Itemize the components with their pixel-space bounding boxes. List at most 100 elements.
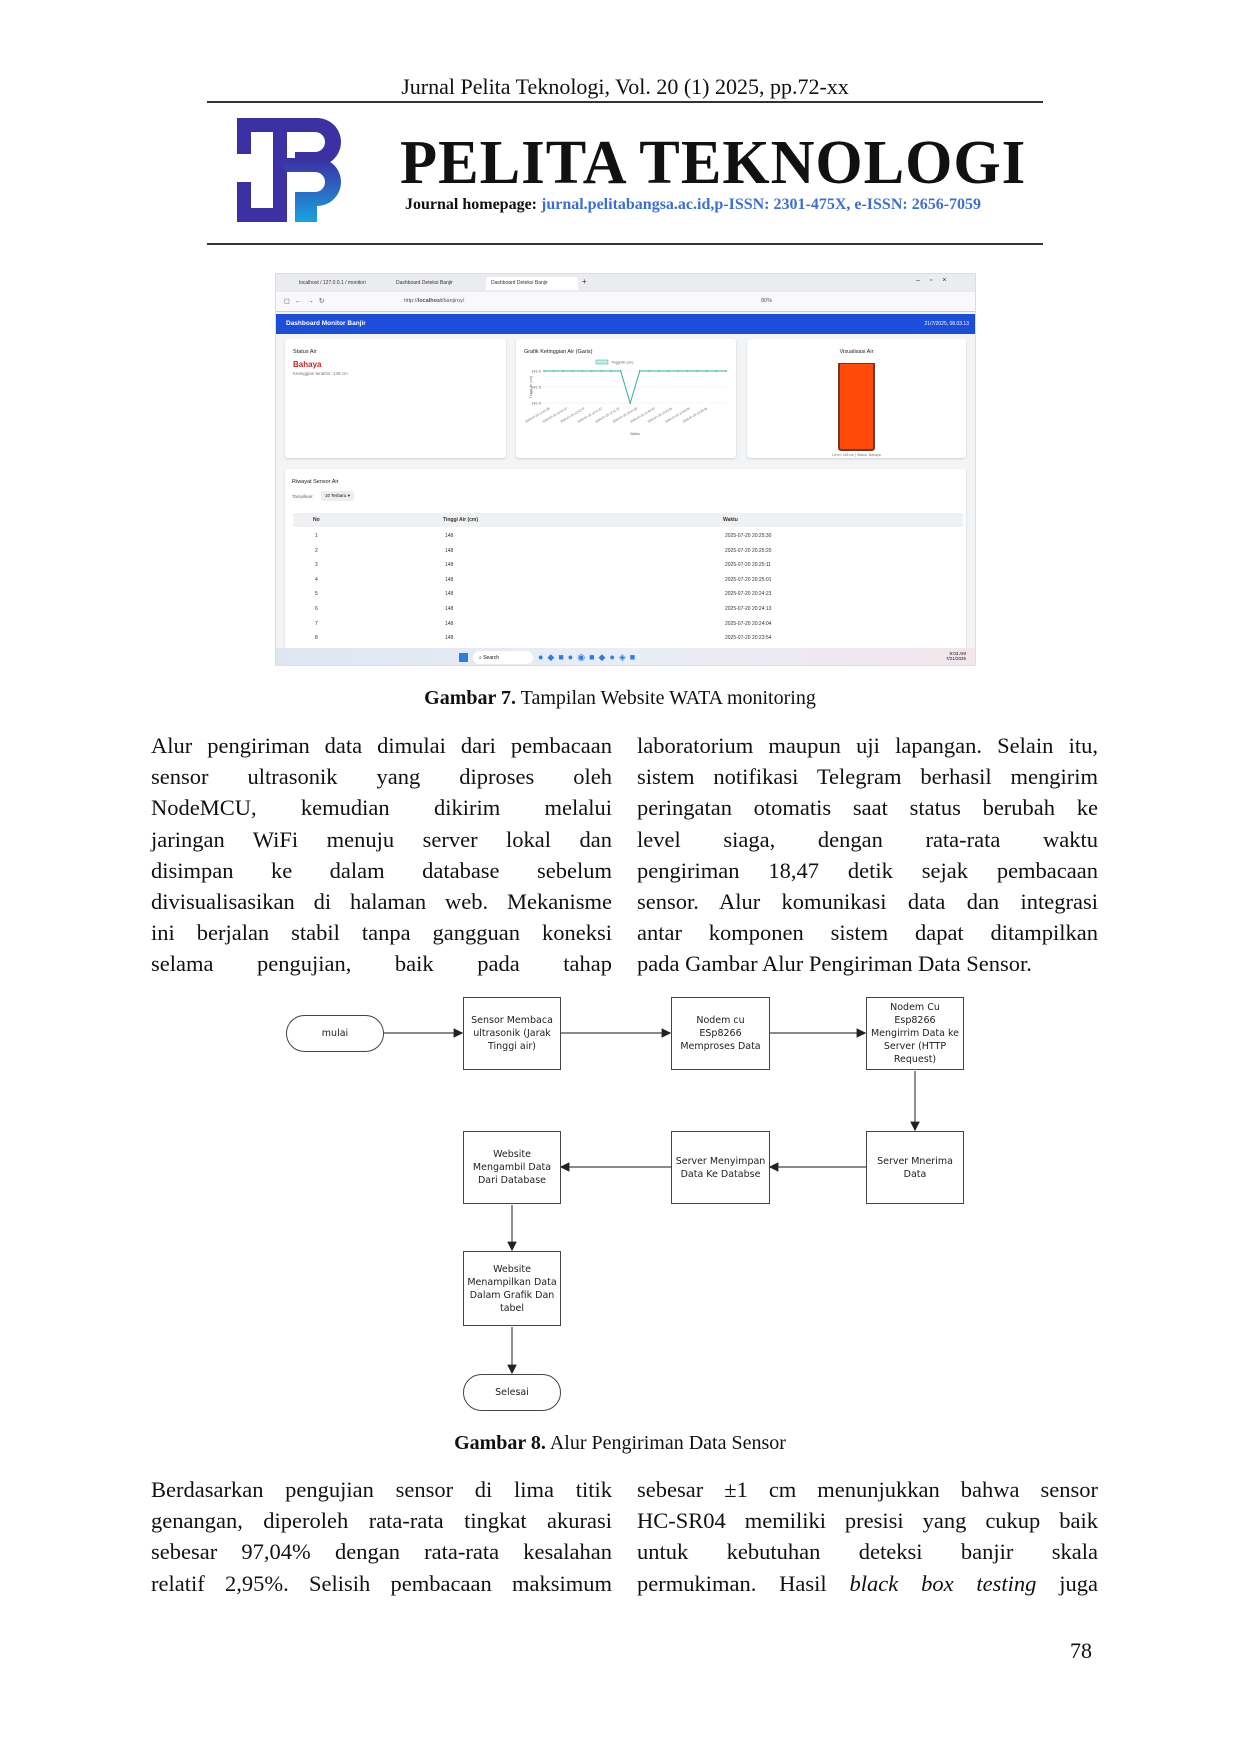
col-time: Waktu <box>723 517 738 523</box>
status-value: Bahaya <box>293 360 322 369</box>
flow-fetch: Website Mengambil Data Dari Database <box>463 1131 561 1204</box>
clock-date: 7/21/2025 <box>946 656 967 661</box>
flow-send: Nodem Cu Esp8266 Mengirrim Data ke Serve… <box>866 997 964 1070</box>
history-card: Riwayat Sensor Air Tampilkan: 10 Terbaru… <box>285 469 966 654</box>
flow-start: mulai <box>286 1015 384 1052</box>
data-point <box>696 370 699 372</box>
x-axis-label: Waktu <box>630 432 640 436</box>
data-point <box>715 370 718 372</box>
text-line: jaringan WiFi menuju server lokal dan <box>151 826 612 852</box>
table-cell: 2025-07-20 20:24:04 <box>725 620 772 627</box>
window-controls-icon[interactable]: –▫× <box>916 277 957 284</box>
url-host: localhost <box>417 298 442 304</box>
table-cell: 2025-07-20 20:23:54 <box>725 635 772 642</box>
show-select[interactable]: 10 Terbaru ▾ <box>321 491 354 501</box>
data-point <box>581 370 584 372</box>
flow-store: Server Menyimpan Data Ke Databse <box>671 1131 770 1204</box>
text-line: sistem notifikasi Telegram berhasil meng… <box>637 764 1098 790</box>
y-tick-label: 143.0 <box>531 369 542 374</box>
caption-text: Tampilan Website WATA monitoring <box>516 687 816 709</box>
text-line: divisualisasikan di halaman web. Mekanis… <box>151 889 612 915</box>
homepage-label: Journal homepage: <box>405 196 541 213</box>
data-point <box>610 370 612 372</box>
nav-buttons-icon[interactable]: ◻←→↻ <box>284 298 330 305</box>
homepage-link[interactable]: jurnal.pelitabangsa.ac.id,p-ISSN: 2301-4… <box>541 196 982 213</box>
table-cell: 148 <box>445 606 454 612</box>
table-cell: 6 <box>315 606 318 612</box>
table-header: No Tinggi Air (cm) Waktu <box>293 513 963 527</box>
text-line: sebesar 97,04% dengan rata-rata kesalaha… <box>151 1539 612 1565</box>
zoom-level[interactable]: 80% <box>761 298 773 304</box>
visual-caption: Level: 148 cm | Status: Bahaya <box>832 453 881 457</box>
table-cell: 2025-07-20 20:24:23 <box>725 591 772 598</box>
browser-tab-active[interactable]: Dashboard Deteksi Banjir <box>486 277 578 290</box>
new-tab-icon[interactable]: + <box>582 277 587 286</box>
data-point <box>590 370 593 372</box>
legend-swatch <box>595 359 609 365</box>
text-line: peringatan otomatis saat status berubah … <box>637 795 1098 821</box>
text-line: relatif 2,95%. Selisih pembacaan maksimu… <box>151 1570 612 1596</box>
y-axis-label: Tinggi Air (cm) <box>529 376 533 398</box>
text-line: HC-SR04 memiliki presisi yang cukup baik <box>637 1508 1098 1534</box>
table-cell: 5 <box>315 591 318 598</box>
data-point <box>658 370 660 372</box>
table-cell: 148 <box>445 620 454 627</box>
show-label: Tampilkan: <box>292 494 314 499</box>
data-point <box>552 370 555 372</box>
taskbar-search[interactable]: ⌕ Search <box>473 651 533 664</box>
data-point <box>725 370 727 372</box>
flow-display: Website Menampilkan Data Dalam Grafik Da… <box>463 1251 561 1326</box>
legend-label: Tinggi Air (cm) <box>611 361 633 365</box>
table-cell: 148 <box>445 533 454 539</box>
text-line: ini berjalan stabil tanpa gangguan konek… <box>151 920 612 946</box>
text-line: NodeMCU, kemudian dikirim melalui <box>151 795 612 821</box>
data-point <box>705 370 708 372</box>
table-cell: 148 <box>445 562 454 569</box>
text-line: antar komponen sistem dapat ditampilkan <box>637 920 1098 946</box>
visual-card-title: Visualisasi Air <box>839 349 874 355</box>
data-point <box>629 402 632 404</box>
text-line: Alur pengiriman data dimulai dari pembac… <box>151 733 612 758</box>
browser-tab[interactable]: Dashboard Deteksi Banjir <box>396 280 453 286</box>
caption-label: Gambar 7. <box>424 687 517 709</box>
url-prefix: http:// <box>404 298 418 304</box>
app-header: Dashboard Monitor Banjir 21/7/2025, 08.0… <box>276 314 975 334</box>
browser-tab[interactable]: localhost / 127.0.0.1 / monitori <box>299 280 366 286</box>
history-title: Riwayat Sensor Air <box>292 479 339 485</box>
table-cell: 2025-07-20 20:25:20 <box>725 547 772 554</box>
flow-read-sensor: Sensor Membaca ultrasonik (Jarak Tinggi … <box>463 997 561 1070</box>
y-tick-label: 142.5 <box>531 385 542 390</box>
figure7-caption: Gambar 7. Tampilan Website WATA monitori… <box>0 687 1240 710</box>
flow-process: Nodem cu ESp8266 Memproses Data <box>671 997 770 1070</box>
data-point <box>667 370 670 372</box>
start-icon[interactable] <box>459 653 468 662</box>
browser-tab-bar: localhost / 127.0.0.1 / monitori Dashboa… <box>276 274 975 292</box>
text-line: permukiman. Hasil black box testing juga <box>637 1568 1098 1599</box>
url-field[interactable]: http://localhost/banjiroy/ <box>404 298 464 304</box>
header-bottom-rule <box>207 243 1043 245</box>
text-line: Berdasarkan pengujian sensor di lima tit… <box>151 1477 612 1502</box>
data-point <box>638 370 641 372</box>
body1-right-column: laboratorium maupun uji lapangan. Selain… <box>637 730 1098 980</box>
journal-title: PELITA TEKNOLOGI <box>400 129 1027 197</box>
table-cell: 148 <box>445 635 454 642</box>
url-path: /banjiroy/ <box>441 298 465 304</box>
taskbar-apps-icon[interactable]: ●◆■●◉■◆●◈■ <box>538 652 640 662</box>
app-datetime: 21/7/2025, 08.03.13 <box>924 321 970 327</box>
text-line: sebesar ±1 cm menunjukkan bahwa sensor <box>637 1477 1098 1502</box>
table-cell: 1 <box>315 533 318 539</box>
status-card: Status Air Bahaya Ketinggian terakhir: 1… <box>285 339 506 458</box>
body2-right-column: sebesar ±1 cm menunjukkan bahwa sensor H… <box>637 1474 1098 1599</box>
text-line: level siaga, dengan rata-rata waktu <box>637 826 1098 852</box>
data-point <box>543 370 545 372</box>
table-cell: 2 <box>315 547 318 554</box>
text-line: selama pengujian, baik pada tahap <box>151 951 612 977</box>
caption-label: Gambar 8. <box>454 1432 546 1454</box>
